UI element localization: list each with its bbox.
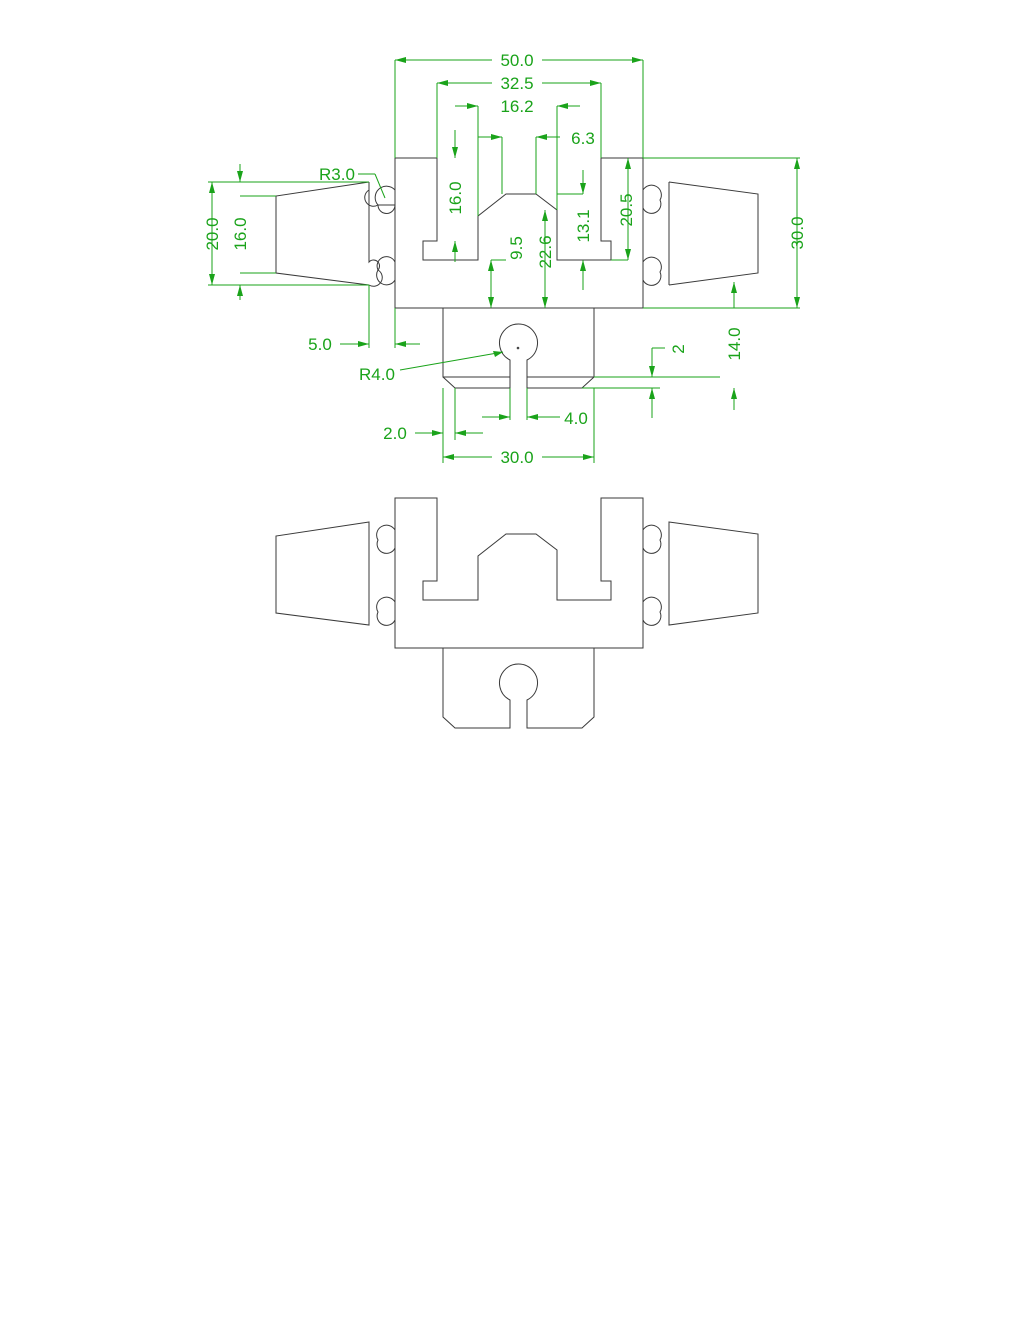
right-notch-top-bottom bbox=[642, 524, 662, 554]
dim-ridge-height: 9.5 bbox=[507, 236, 526, 260]
main-body-outline-bottom bbox=[394, 497, 644, 649]
dim-chamfer-a: 2 bbox=[669, 344, 688, 353]
hole-center-mark bbox=[516, 346, 520, 350]
dim-radius-notch: R3.0 bbox=[319, 165, 355, 184]
dim-step-height: 13.1 bbox=[574, 209, 593, 242]
left-cone-outline-bottom bbox=[275, 521, 370, 626]
dim-slot-width: 4.0 bbox=[564, 409, 588, 428]
lower-block-outline bbox=[442, 308, 595, 378]
dimensioned-view: 50.0 32.5 16.2 6.3 R3.0 20.0 16.0 16.0 9… bbox=[203, 51, 807, 467]
right-notch-arc-top bbox=[642, 184, 662, 214]
dim-ridge-offset: 6.3 bbox=[571, 129, 595, 148]
dimension-arrowheads bbox=[209, 57, 800, 460]
left-neck-mid bbox=[368, 190, 383, 287]
main-body-outline bbox=[394, 157, 644, 309]
dim-channel-width: 16.2 bbox=[500, 97, 533, 116]
left-cone-outline bbox=[275, 181, 370, 286]
dim-cone-height: 20.0 bbox=[203, 217, 222, 250]
dim-notch-gap: 5.0 bbox=[308, 335, 332, 354]
dim-cone-inner: 16.0 bbox=[231, 217, 250, 250]
dim-overall-height: 30.0 bbox=[788, 216, 807, 249]
left-notch-arc-top bbox=[374, 185, 396, 214]
dim-lower-height: 14.0 bbox=[725, 327, 744, 360]
lower-chamfer-right bbox=[526, 376, 595, 389]
dim-chamfer-b: 2.0 bbox=[383, 424, 407, 443]
lower-chamfer-left bbox=[442, 376, 511, 389]
dim-slot-depth: 16.0 bbox=[446, 181, 465, 214]
lower-block-outline-bottom bbox=[442, 648, 595, 729]
left-notch-bot-bottom bbox=[376, 596, 396, 626]
dim-channel-depth: 22.6 bbox=[536, 235, 555, 268]
dimension-labels: 50.0 32.5 16.2 6.3 R3.0 20.0 16.0 16.0 9… bbox=[203, 51, 807, 467]
left-neck-top bbox=[364, 182, 395, 207]
right-notch-bot-bottom bbox=[642, 596, 662, 626]
dim-hole-radius: R4.0 bbox=[359, 365, 395, 384]
right-cone-outline bbox=[668, 181, 759, 286]
right-notch-arc-bot bbox=[642, 256, 662, 286]
dim-overall-width: 50.0 bbox=[500, 51, 533, 70]
dimension-lines bbox=[208, 59, 800, 463]
dim-side-height: 20.5 bbox=[617, 193, 636, 226]
dim-lower-width: 30.0 bbox=[500, 448, 533, 467]
plain-view bbox=[275, 497, 759, 729]
right-cone-outline-bottom bbox=[668, 521, 759, 626]
left-notch-arc-bot bbox=[376, 256, 396, 286]
dim-inner-width: 32.5 bbox=[500, 74, 533, 93]
left-notch-top-bottom bbox=[376, 524, 396, 554]
